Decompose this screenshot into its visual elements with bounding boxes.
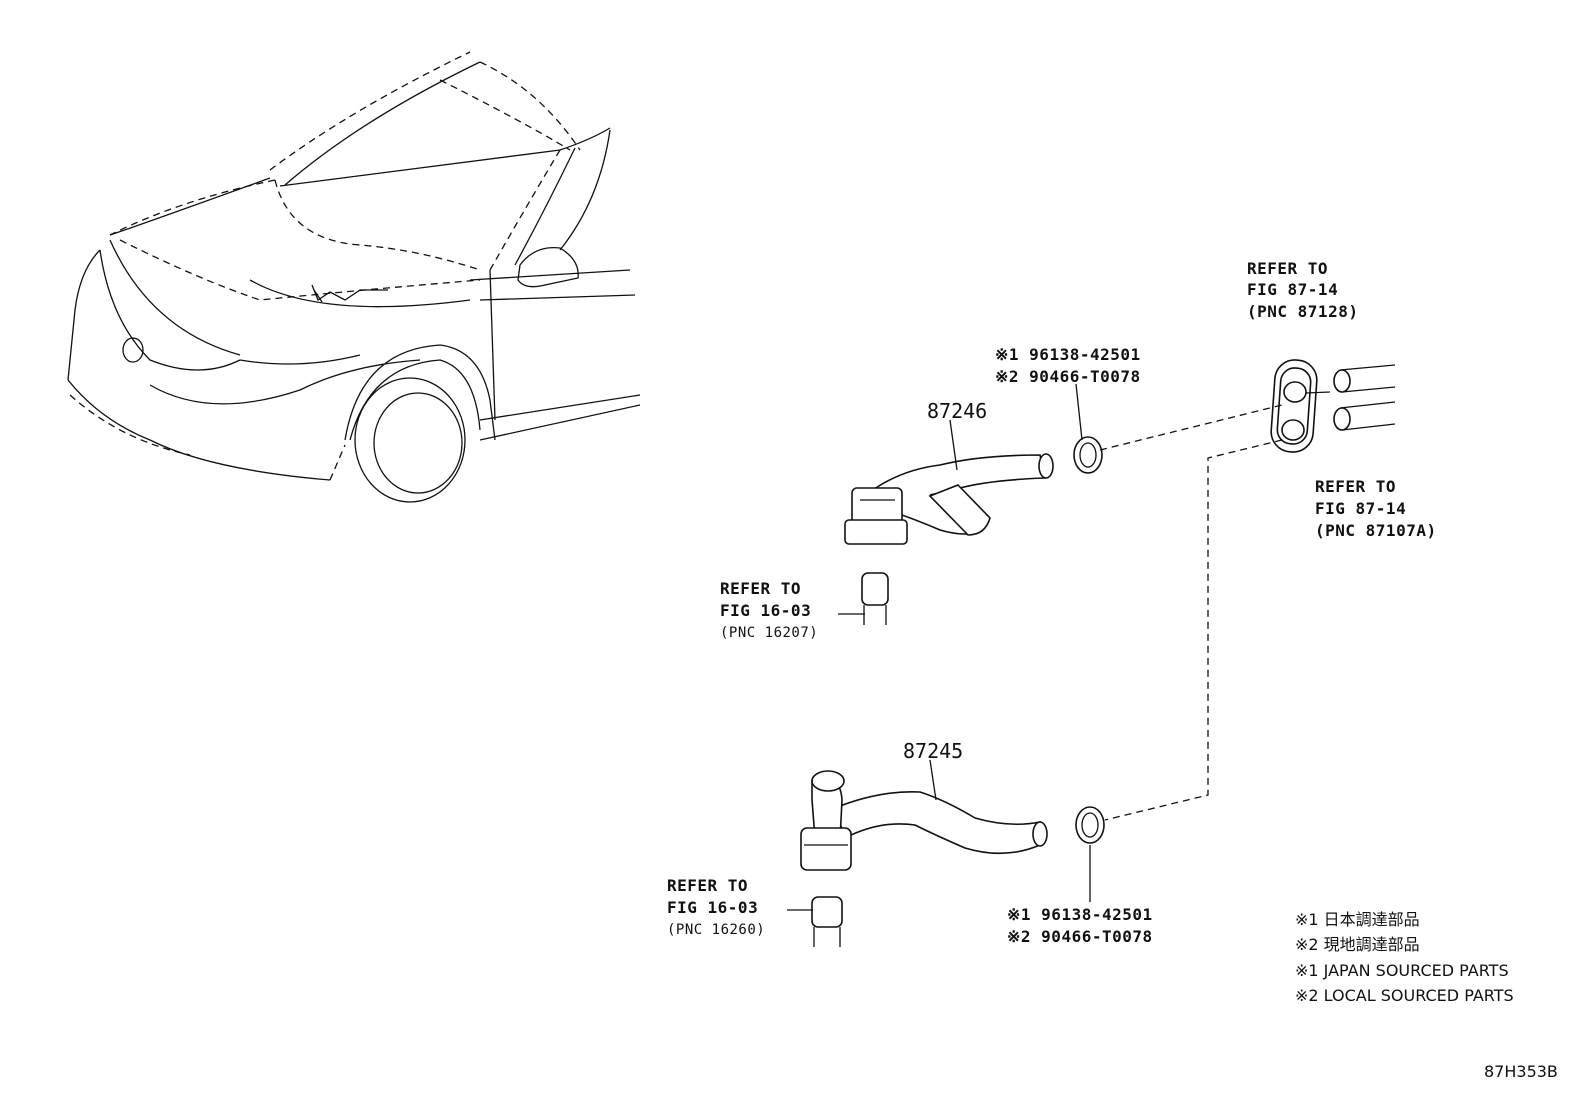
ref-87107a-line3: (PNC 87107A) — [1315, 521, 1437, 540]
ref-16260-line2: FIG 16-03 — [667, 898, 758, 917]
part-87245: 87245 — [903, 739, 963, 763]
legend-line4: ※2 LOCAL SOURCED PARTS — [1295, 986, 1514, 1005]
ref-16260-line3: (PNC 16260) — [667, 922, 765, 938]
legend-line2: ※2 現地調達部品 — [1295, 935, 1420, 954]
ref-87128-line3: (PNC 87128) — [1247, 302, 1358, 321]
clamp-lower — [1075, 806, 1105, 902]
connection-lines — [1099, 404, 1283, 821]
grommet-part — [1270, 359, 1396, 453]
ref-87107a-line2: FIG 87-14 — [1315, 499, 1406, 518]
clamp-lower-part1: ※1 96138-42501 — [1007, 905, 1153, 924]
clamp-lower-part2: ※2 90466-T0078 — [1007, 927, 1153, 946]
clamp-upper — [1073, 383, 1103, 474]
legend-line3: ※1 JAPAN SOURCED PARTS — [1295, 961, 1509, 980]
leader-lines — [787, 613, 865, 911]
ref-87107a-line1: REFER TO — [1315, 477, 1396, 496]
clamp-upper-part2: ※2 90466-T0078 — [995, 367, 1141, 386]
hose-87245 — [800, 759, 1048, 947]
ref-16207-line1: REFER TO — [720, 579, 801, 598]
clamp-upper-part1: ※1 96138-42501 — [995, 345, 1141, 364]
text-labels: REFER TO FIG 87-14 (PNC 87128) REFER TO … — [667, 259, 1558, 1081]
ref-16260-line1: REFER TO — [667, 876, 748, 895]
part-87246: 87246 — [927, 399, 987, 423]
ref-16207-line2: FIG 16-03 — [720, 601, 811, 620]
car-illustration — [67, 51, 641, 503]
ref-87128-line1: REFER TO — [1247, 259, 1328, 278]
ref-87128-line2: FIG 87-14 — [1247, 280, 1338, 299]
figure-code: 87H353B — [1484, 1062, 1558, 1081]
hose-87246 — [844, 419, 1054, 625]
legend-line1: ※1 日本調達部品 — [1295, 910, 1420, 929]
ref-16207-line3: (PNC 16207) — [720, 625, 818, 641]
